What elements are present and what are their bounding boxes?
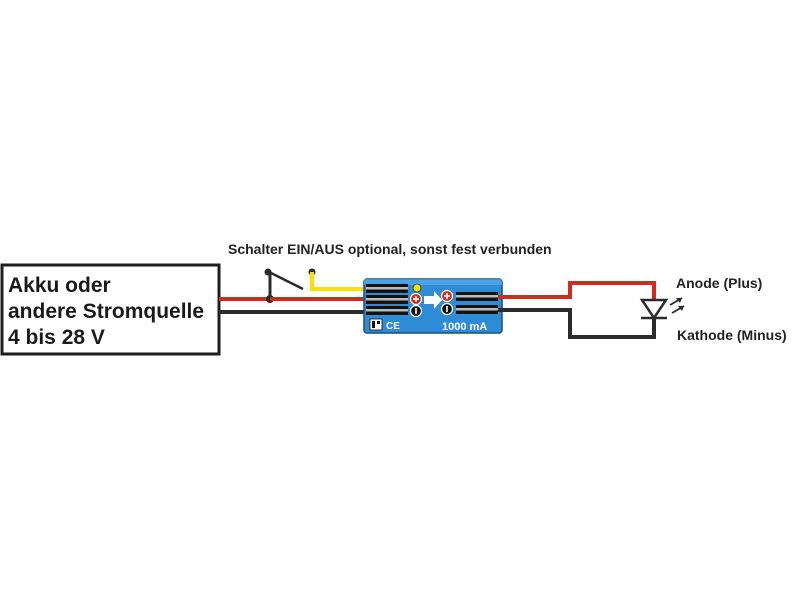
source-line-1: Akku oder	[8, 274, 111, 297]
left-pin-header	[366, 284, 408, 315]
source-wires	[219, 297, 368, 314]
led-diode-icon	[639, 297, 685, 321]
manufacturer-logo-icon	[369, 318, 383, 331]
yellow-wire	[310, 272, 368, 291]
ce-mark: CE	[386, 321, 400, 332]
plus-symbol-icon	[409, 292, 423, 306]
right-pin-header	[456, 292, 498, 314]
switch-label: Schalter EIN/AUS optional, sonst fest ve…	[228, 241, 552, 257]
source-line-3: 4 bis 28 V	[8, 326, 105, 349]
arrow-right-icon	[424, 291, 442, 309]
red-wire-output	[498, 281, 656, 300]
cathode-label: Kathode (Minus)	[677, 327, 787, 343]
source-line-2: andere Stromquelle	[8, 300, 204, 323]
power-source-box: Akku oder andere Stromquelle 4 bis 28 V	[0, 263, 221, 356]
output-plus-icon	[440, 289, 454, 303]
constant-current-module: CE 1000 mA	[363, 278, 503, 334]
black-wire-output	[498, 308, 656, 339]
output-minus-icon	[440, 302, 454, 316]
switch-symbol	[264, 268, 368, 303]
minus-symbol-icon	[409, 304, 423, 318]
module-rating: 1000 mA	[442, 321, 487, 333]
switch-lever	[268, 270, 304, 291]
anode-label: Anode (Plus)	[676, 275, 762, 291]
output-wires	[498, 281, 656, 339]
